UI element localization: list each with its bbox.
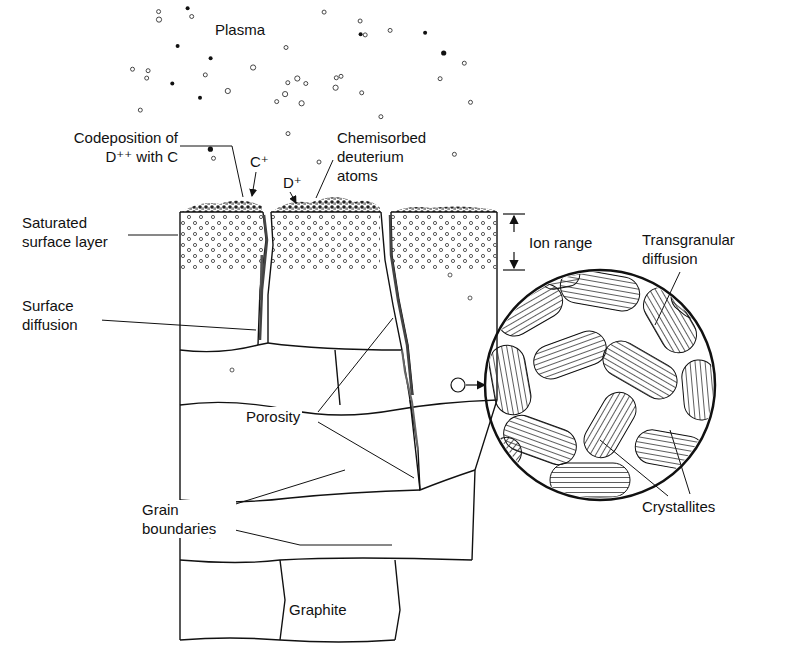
plasma-particle xyxy=(299,101,304,106)
plasma-particle xyxy=(452,152,456,156)
plasma-particle xyxy=(333,85,338,90)
plasma-particle xyxy=(462,61,466,65)
plasma-particle xyxy=(131,67,135,71)
plasma-particle xyxy=(186,6,190,10)
plasma-particle xyxy=(363,33,367,37)
crystallite xyxy=(529,326,611,384)
callout-label: Plasma xyxy=(213,20,267,39)
plasma-particle xyxy=(209,56,213,60)
crystallite xyxy=(538,259,582,292)
callout-label: Transgranular diffusion xyxy=(640,230,756,268)
plasma-particle xyxy=(176,44,180,48)
plasma-particle xyxy=(379,115,383,119)
plasma-particle xyxy=(283,92,288,97)
plasma-particle xyxy=(275,100,279,104)
plasma-particle xyxy=(339,74,343,78)
callout-label: Grain boundaries xyxy=(140,500,236,538)
plasma-particle xyxy=(358,19,362,23)
callout-label: Graphite xyxy=(287,600,349,619)
plasma-particle xyxy=(251,65,256,70)
plasma-particle xyxy=(286,132,290,136)
plasma-particle xyxy=(138,108,142,112)
callout-label: Surface diffusion xyxy=(20,296,102,334)
plasma-particle xyxy=(322,10,326,14)
plasma-particle xyxy=(295,76,300,81)
callout-label: Saturated surface layer xyxy=(20,213,128,251)
plasma-particle xyxy=(146,69,150,73)
crystallite xyxy=(486,342,534,417)
callout-label: Porosity xyxy=(244,407,302,426)
plasma-particle xyxy=(190,15,194,19)
plasma-particle xyxy=(423,31,427,35)
callout-label: C⁺ xyxy=(248,152,271,171)
plasma-particle xyxy=(388,28,392,32)
crystallite xyxy=(550,463,630,497)
crystallite xyxy=(578,386,642,464)
callout-label: D⁺ xyxy=(281,173,304,192)
callout-label: Crystallites xyxy=(640,497,717,516)
plasma-particle xyxy=(208,147,213,152)
plasma-particle xyxy=(286,81,290,85)
plasma-particle xyxy=(145,76,149,80)
callout-label: Ion range xyxy=(527,233,594,252)
plasma-particle xyxy=(284,46,288,50)
plasma-particle xyxy=(360,91,364,95)
plasma-particle xyxy=(198,96,202,100)
callout-label: Codeposition of D⁺⁺ with C xyxy=(62,128,180,166)
plasma-particle xyxy=(156,17,161,22)
plasma-particle xyxy=(170,82,174,86)
plasma-particle xyxy=(359,32,363,36)
plasma-particle xyxy=(469,100,473,104)
plasma-particle xyxy=(304,82,308,86)
plasma-particle xyxy=(441,50,446,55)
crystallite xyxy=(665,276,715,325)
plasma-particle xyxy=(212,156,216,160)
plasma-particle xyxy=(157,10,161,14)
plasma-particle xyxy=(225,88,230,93)
plasma-particle xyxy=(334,76,338,80)
plasma-particle xyxy=(203,73,207,77)
plasma-particle xyxy=(317,160,321,164)
plasma-particle xyxy=(438,77,442,81)
callout-label: Chemisorbed deuterium atoms xyxy=(335,128,447,185)
